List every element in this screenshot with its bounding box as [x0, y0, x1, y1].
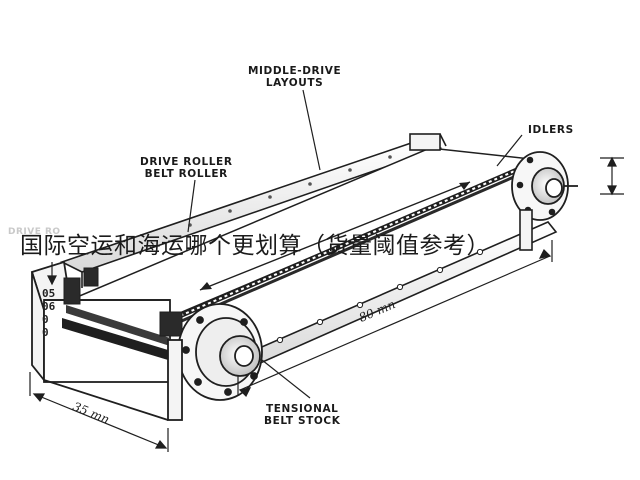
drive-roller-line1: DRIVE ROLLER: [140, 156, 233, 168]
right-legs: [409, 133, 533, 251]
drive-roller-label: DRIVE ROLLER BELT ROLLER: [140, 156, 233, 180]
middle-drive-line1: MIDDLE-DRIVE: [248, 65, 342, 77]
side-mark: 0: [42, 326, 49, 339]
front-legs: [43, 339, 183, 421]
idlers-label: IDLERS: [528, 124, 574, 136]
left-clamps: [63, 267, 183, 337]
drive-roller-line2: BELT ROLLER: [144, 168, 228, 180]
leader-lines: [187, 89, 523, 399]
side-mark: 06: [42, 300, 56, 313]
height-dimension: [600, 156, 624, 196]
width-dimension-line: [29, 372, 169, 452]
tensional-label: TENSIONAL BELT STOCK: [264, 403, 340, 427]
side-marks: 05 06 0 0: [42, 287, 55, 339]
side-mark: 05: [42, 287, 56, 300]
idler-chain: [169, 157, 541, 328]
drive-roller: [62, 305, 170, 360]
overlay-caption: 国际空运和海运哪个更划算（货量阈值参考）: [20, 233, 490, 259]
length-dimension-line: [237, 240, 553, 398]
back-rail-slots: [188, 155, 392, 227]
front-rail-holes: [276, 248, 484, 344]
side-mark: 0: [42, 313, 49, 326]
front-flange: [177, 303, 263, 401]
tensional-line1: TENSIONAL: [265, 403, 339, 415]
side-arrow: [47, 262, 57, 286]
middle-drive-label: MIDDLE-DRIVE LAYOUTS: [248, 65, 341, 89]
right-flange: [511, 151, 578, 221]
tensional-line2: BELT STOCK: [264, 415, 341, 427]
ghost-label: DRIVE RO: [8, 227, 61, 237]
middle-drive-line2: LAYOUTS: [265, 77, 324, 89]
